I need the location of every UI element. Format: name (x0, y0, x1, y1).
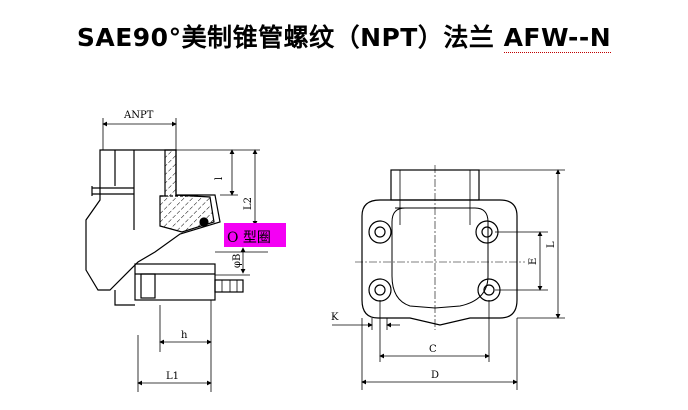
bolt-hole-top-left (368, 220, 392, 244)
bolt-hole-bottom-left (368, 278, 392, 302)
label-phi-b: φB (232, 254, 243, 268)
oring-highlight (224, 223, 286, 247)
side-view (85, 118, 268, 392)
label-k: K (331, 312, 339, 323)
label-d: D (431, 370, 439, 381)
label-l1: L1 (166, 371, 179, 382)
bolt-shank (214, 279, 244, 293)
bolt-hole-top-right (475, 220, 499, 244)
label-l: L (546, 241, 557, 248)
title-code: AFW--N (503, 23, 612, 53)
page-title: SAE90°美制锥管螺纹（NPT）法兰 AFW--N (0, 18, 688, 54)
bolt-head (140, 273, 156, 299)
label-l2: L2 (243, 197, 254, 210)
flange-outline (361, 199, 518, 326)
label-c: C (429, 344, 437, 355)
front-view (332, 165, 565, 390)
label-e: E (528, 258, 539, 265)
label-h: h (181, 330, 188, 341)
label-l-short: l (214, 177, 225, 180)
label-oring: O 型圈 (227, 230, 271, 246)
title-main: SAE90°美制锥管螺纹（NPT）法兰 (76, 23, 504, 52)
label-anpt: ANPT (123, 110, 154, 121)
oring-dot (199, 217, 209, 227)
flange-block (134, 263, 216, 301)
